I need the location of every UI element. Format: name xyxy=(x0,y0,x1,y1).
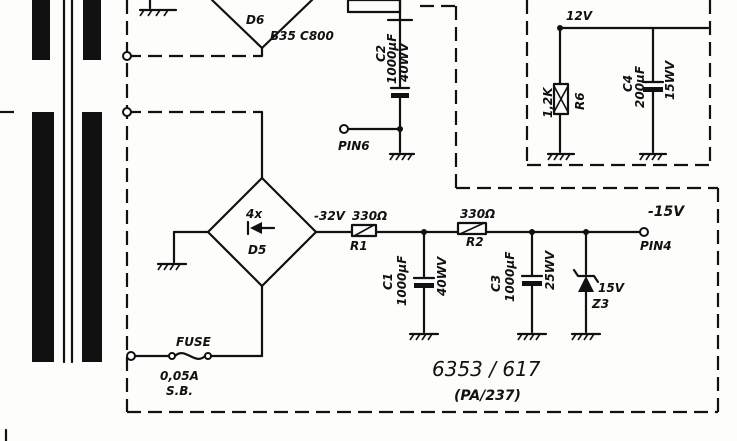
fuse-icon xyxy=(173,352,207,360)
output-voltage-label: -15V xyxy=(648,204,685,220)
ground-symbol-c1 xyxy=(408,332,440,341)
resistor-r1: 330Ω R1 xyxy=(350,209,387,253)
pin4-terminal xyxy=(639,227,649,237)
transformer-core-lower-right xyxy=(82,112,102,362)
c2-voltage: 40WV xyxy=(397,41,411,83)
d5-ref: D5 xyxy=(248,243,266,257)
c1-value: 1000μF xyxy=(395,255,409,306)
r6-ref: R6 xyxy=(573,92,587,110)
diode-icon xyxy=(250,222,262,234)
c4-voltage: 15WV xyxy=(663,59,677,100)
ground-symbol-d5 xyxy=(156,262,188,271)
d5-count: 4x xyxy=(245,207,263,221)
connector-box xyxy=(346,0,402,14)
c3-voltage: 25WV xyxy=(543,249,557,290)
fuse-type: S.B. xyxy=(166,384,193,398)
r6-value: 1,2K xyxy=(541,86,555,118)
pin6-label: PIN6 xyxy=(338,139,370,153)
capacitor-c2: C2 1000μF 40WV xyxy=(374,18,411,154)
ground-symbol-z3 xyxy=(570,332,602,341)
transformer-core-lower-left xyxy=(32,112,54,362)
fuse: FUSE 0,05A S.B. xyxy=(133,335,264,398)
fuse-ref: FUSE xyxy=(176,335,212,349)
resistor-r2: 330Ω R2 xyxy=(456,207,495,249)
zener-diode-icon xyxy=(578,276,594,292)
transformer-core-upper-left xyxy=(32,0,50,60)
pin4-label: PIN4 xyxy=(640,239,672,253)
ground-symbol-c4 xyxy=(638,152,668,161)
drawing-sub: (PA/237) xyxy=(454,388,521,404)
output-rail: -32V xyxy=(314,209,642,235)
pin6-connection: PIN6 xyxy=(338,124,403,153)
bridge-d6: D6 B35 C800 xyxy=(210,0,334,58)
r2-ref: R2 xyxy=(466,235,484,249)
rect-voltage-label: -32V xyxy=(314,209,347,223)
r1-value: 330Ω xyxy=(352,209,387,223)
ground-symbol-c3 xyxy=(516,332,548,341)
pin6-terminal xyxy=(339,124,349,134)
z3-ref: Z3 xyxy=(591,297,609,311)
c4-ref: C4 xyxy=(621,75,635,92)
rail-12v: 12V xyxy=(557,9,710,86)
ground-symbol-r6 xyxy=(546,152,576,161)
left-dashed-bus xyxy=(0,0,718,414)
junction-node xyxy=(122,51,132,61)
c1-voltage: 40WV xyxy=(435,255,449,297)
c2-value: 1000μF xyxy=(385,33,399,84)
ground-symbol-c2 xyxy=(388,152,416,161)
fuse-rating: 0,05A xyxy=(160,369,199,383)
c2-ref: C2 xyxy=(374,45,388,62)
c3-value: 1000μF xyxy=(503,251,517,302)
capacitor-c1: C1 1000μF 40WV xyxy=(381,230,449,334)
d6-part: B35 C800 xyxy=(270,29,334,43)
drawing-number: 6353 / 617 xyxy=(432,357,541,381)
bridge-d5: 4x D5 xyxy=(172,110,318,358)
junction-node xyxy=(122,107,132,117)
rail-12v-label: 12V xyxy=(566,9,594,23)
d6-ref: D6 xyxy=(246,13,264,27)
ground-symbol-top xyxy=(138,0,178,17)
transformer xyxy=(32,0,102,364)
capacitor-c4: C4 200μF 15WV xyxy=(621,59,677,154)
junction-node xyxy=(126,351,136,361)
c1-ref: C1 xyxy=(381,273,395,290)
drawing-id: 6353 / 617 (PA/237) xyxy=(432,357,541,404)
r2-value: 330Ω xyxy=(460,207,495,221)
resistor-r6: 1,2K R6 xyxy=(541,82,587,154)
capacitor-c3: C3 1000μF 25WV xyxy=(489,230,557,334)
z3-value: 15V xyxy=(598,281,626,295)
c3-ref: C3 xyxy=(489,275,503,292)
top-dashed-boundary xyxy=(346,0,720,412)
c4-value: 200μF xyxy=(633,65,647,108)
pin4-connection: -15V PIN4 xyxy=(639,204,685,253)
transformer-core-upper-right xyxy=(83,0,101,60)
r1-ref: R1 xyxy=(350,239,368,253)
zener-z3: 15V Z3 xyxy=(572,230,626,334)
